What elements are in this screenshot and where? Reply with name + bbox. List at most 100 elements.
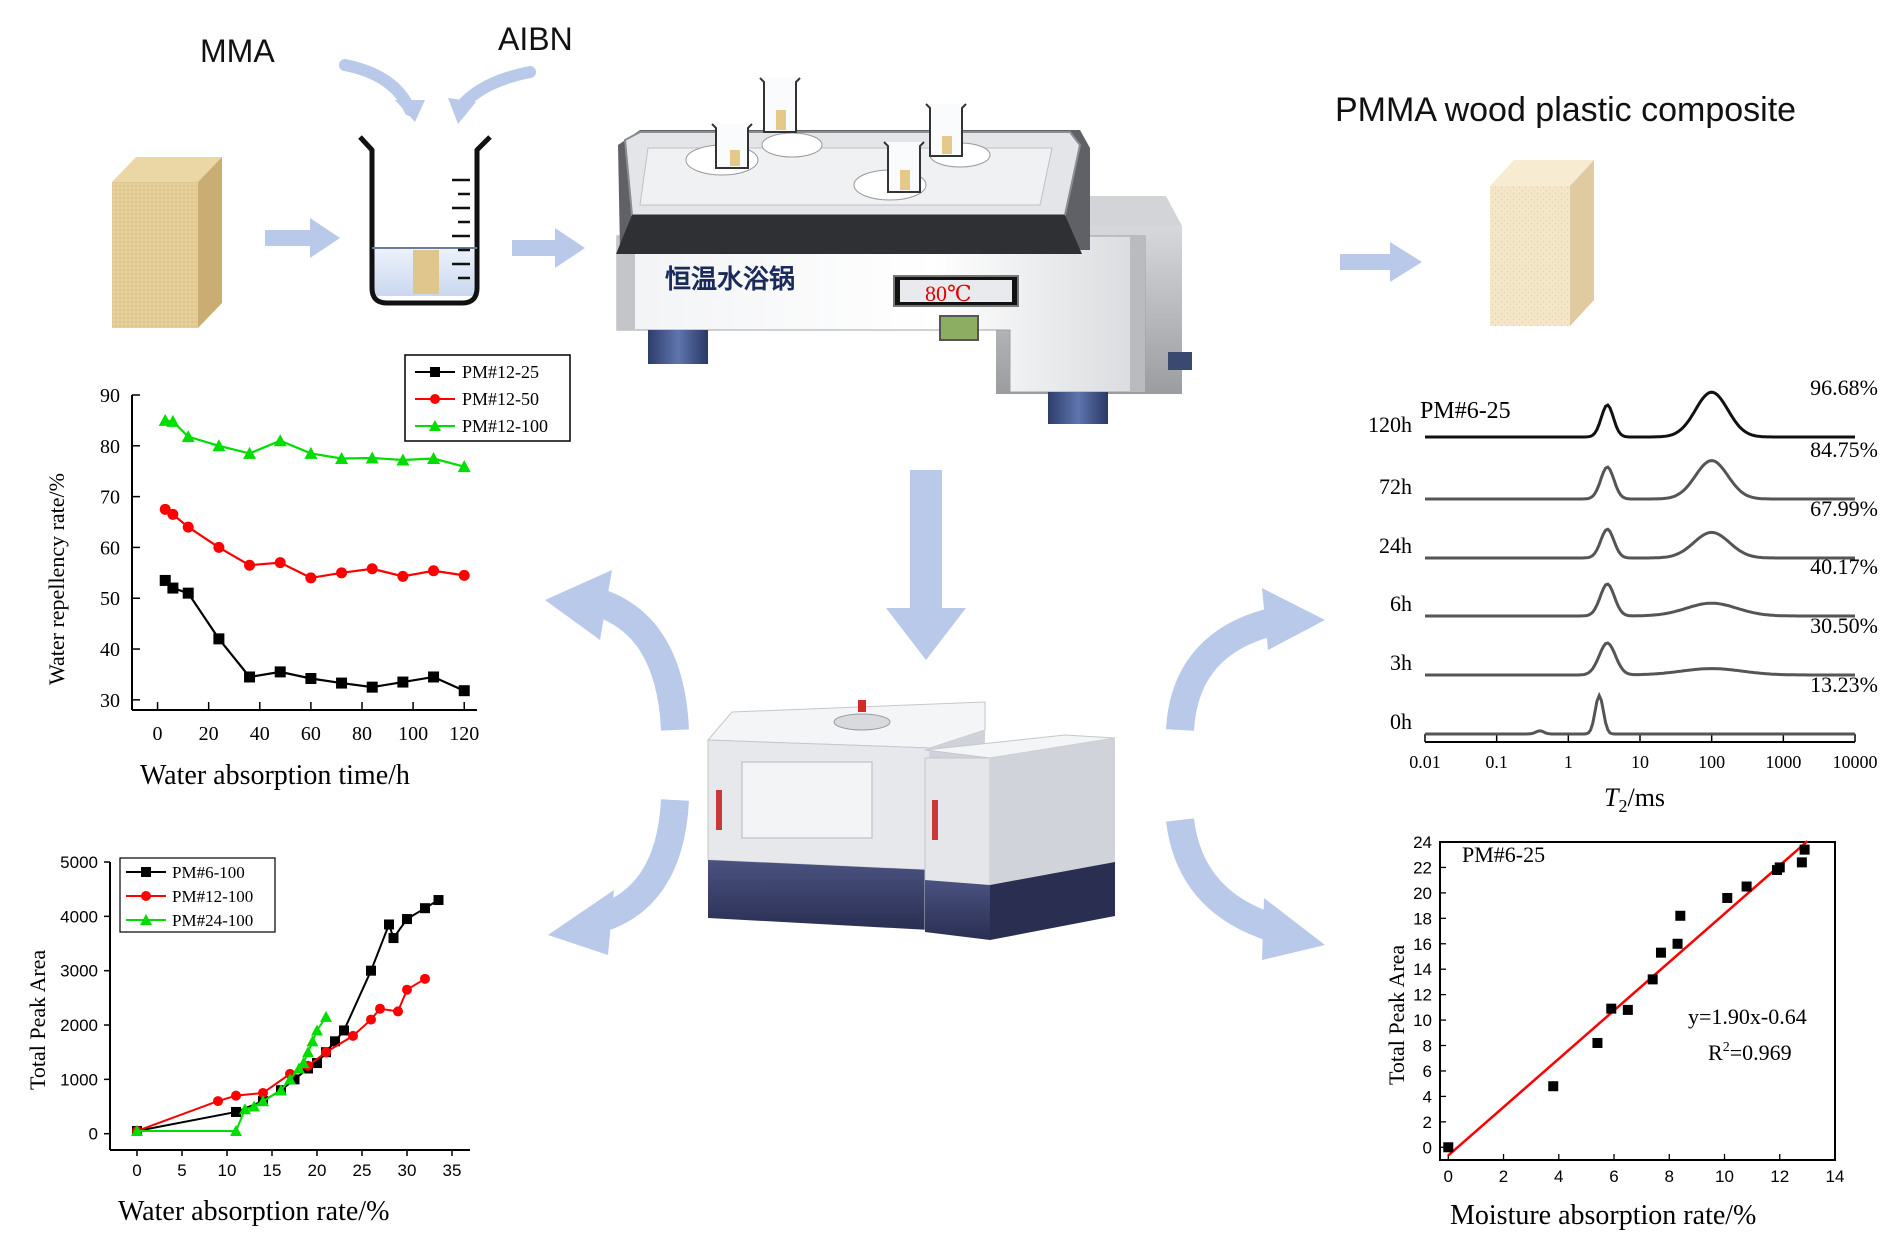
data-point [231,1106,241,1117]
data-point [311,1024,323,1036]
data-point [1548,1081,1559,1092]
data-point [167,582,179,594]
x-tick-label: 4 [1554,1167,1563,1186]
fit-equation: y=1.90x-0.64 [1688,1004,1807,1029]
x-tick-label: 100 [1698,752,1725,772]
x-tick-label: 80 [352,723,372,745]
mma-label: MMA [200,33,275,69]
data-point [1672,938,1683,949]
fit-r-prefix: R [1708,1040,1723,1065]
data-point [158,413,172,426]
percentage-label: 40.17% [1810,554,1878,579]
data-point [1722,892,1733,903]
t2-x-label: T2/ms [1604,783,1665,816]
spectrum-line [1425,459,1855,501]
data-point [231,1090,241,1101]
y-tick-label: 14 [1413,960,1432,979]
product-label: PMMA wood plastic composite [1335,91,1796,129]
y-tick-label: 60 [100,537,120,559]
y-tick-label: 0 [1423,1138,1432,1157]
data-point [1799,844,1810,855]
x-tick-label: 25 [353,1161,372,1180]
data-point [167,508,179,520]
data-point [428,565,440,577]
fit-line [1447,840,1809,1157]
fit-x-label: Moisture absorption rate/% [1450,1200,1756,1231]
y-tick-label: 12 [1413,986,1432,1005]
x-tick-label: 10 [1631,752,1649,772]
repellency-y-label: Water repellency rate/% [44,473,69,685]
data-point [181,430,195,443]
data-point [239,1103,251,1115]
x-tick-label: 100 [398,723,428,745]
data-point [274,557,286,569]
data-point [330,1036,340,1047]
data-point [182,521,194,533]
x-tick-label: 2 [1499,1167,1508,1186]
data-point [302,1046,314,1058]
x-tick-label: 0.01 [1409,752,1441,772]
legend-label: PM#12-100 [462,416,548,436]
y-tick-label: 5000 [60,853,98,872]
data-point [320,1010,332,1022]
data-point [166,414,180,427]
y-tick-label: 2 [1423,1113,1432,1132]
x-tick-label: 0 [1444,1167,1453,1186]
x-tick-label: 35 [443,1161,462,1180]
y-tick-label: 8 [1423,1037,1432,1056]
aibn-label: AIBN [498,21,573,57]
data-point [230,1124,242,1136]
x-tick-label: 0 [153,723,163,745]
data-point [305,673,317,684]
legend-marker [429,420,441,431]
fit-r-superscript: 2 [1723,1040,1730,1055]
data-point [458,685,470,697]
t2-title: PM#6-25 [1420,398,1511,424]
time-label: 0h [1390,709,1412,734]
data-point [1675,910,1686,921]
data-point [336,677,348,689]
data-point [1606,1003,1617,1014]
data-point [244,559,256,571]
data-point [397,570,409,582]
spectrum-line [1425,527,1855,560]
x-tick-label: 40 [250,723,270,745]
y-tick-label: 1000 [60,1070,98,1089]
arrow-right-1 [265,218,340,258]
x-tick-label: 12 [1770,1167,1789,1186]
x-tick-label: 14 [1826,1167,1845,1186]
curved-arrow-to-repellency-chart [545,570,689,731]
data-point [348,1030,358,1041]
data-point [243,446,257,459]
x-tick-label: 10000 [1833,752,1878,772]
data-point [213,633,225,645]
legend-label: PM#12-25 [462,362,539,382]
time-label: 3h [1390,650,1412,675]
percentage-label: 84.75% [1810,437,1878,462]
x-tick-label: 1000 [1765,752,1801,772]
percentage-label: 30.50% [1810,613,1878,638]
data-point [365,451,379,464]
data-point [159,574,171,586]
data-point [312,1058,322,1069]
data-point [1592,1037,1603,1048]
data-point [289,1074,300,1085]
data-point [306,1035,319,1047]
legend-marker [430,394,440,404]
x-tick-label: 60 [301,723,321,745]
x-tick-label: 10 [218,1161,237,1180]
legend-label: PM#12-50 [462,389,539,409]
series-line [165,419,465,468]
x-tick-label: 0.1 [1485,752,1508,772]
legend-marker [141,867,151,877]
x-tick-label: 20 [308,1161,327,1180]
y-tick-label: 2000 [60,1016,98,1035]
data-point [366,965,376,976]
time-label: 120h [1368,412,1412,437]
